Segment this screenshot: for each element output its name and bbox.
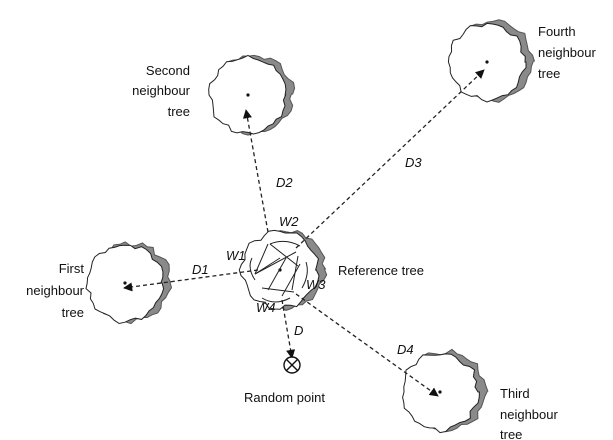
d-line	[281, 299, 296, 359]
d3-line	[295, 69, 485, 249]
second-tree-label: Second neighbour tree	[132, 63, 190, 119]
svg-text:neighbour: neighbour	[132, 83, 190, 98]
third-tree-crown	[402, 348, 489, 434]
w3-label: W3	[306, 277, 326, 292]
svg-text:neighbour: neighbour	[538, 45, 596, 60]
circled-x-icon	[283, 356, 301, 374]
svg-text:neighbour: neighbour	[26, 283, 84, 298]
third-tree-label: Third neighbour tree	[500, 386, 558, 440]
first-tree-label: First neighbour tree	[26, 261, 84, 320]
svg-text:tree: tree	[500, 427, 522, 440]
svg-text:tree: tree	[62, 305, 84, 320]
svg-text:First: First	[59, 261, 85, 276]
d1-label: D1	[192, 262, 209, 277]
svg-text:Third: Third	[500, 386, 530, 401]
svg-text:tree: tree	[168, 104, 190, 119]
d3-label: D3	[405, 155, 422, 170]
distance-lines	[123, 69, 485, 397]
reference-tree-crown	[238, 229, 328, 311]
fourth-tree-crown	[447, 19, 536, 103]
w4-label: W4	[256, 300, 276, 315]
reference-tree-label: Reference tree	[338, 263, 424, 278]
d4-line	[295, 293, 439, 397]
fourth-tree-label: Fourth neighbour tree	[538, 24, 596, 81]
svg-text:tree: tree	[538, 66, 560, 81]
angle-vectors	[249, 240, 308, 303]
svg-text:Fourth: Fourth	[538, 24, 576, 39]
w1-label: W1	[226, 248, 246, 263]
d4-label: D4	[397, 342, 414, 357]
w2-label: W2	[279, 214, 299, 229]
svg-text:neighbour: neighbour	[500, 407, 558, 422]
d1-line	[123, 269, 259, 292]
second-tree-crown	[208, 54, 296, 136]
d2-label: D2	[276, 175, 293, 190]
d-label: D	[294, 323, 303, 338]
random-point-label: Random point	[244, 390, 325, 405]
svg-text:Second: Second	[146, 63, 190, 78]
